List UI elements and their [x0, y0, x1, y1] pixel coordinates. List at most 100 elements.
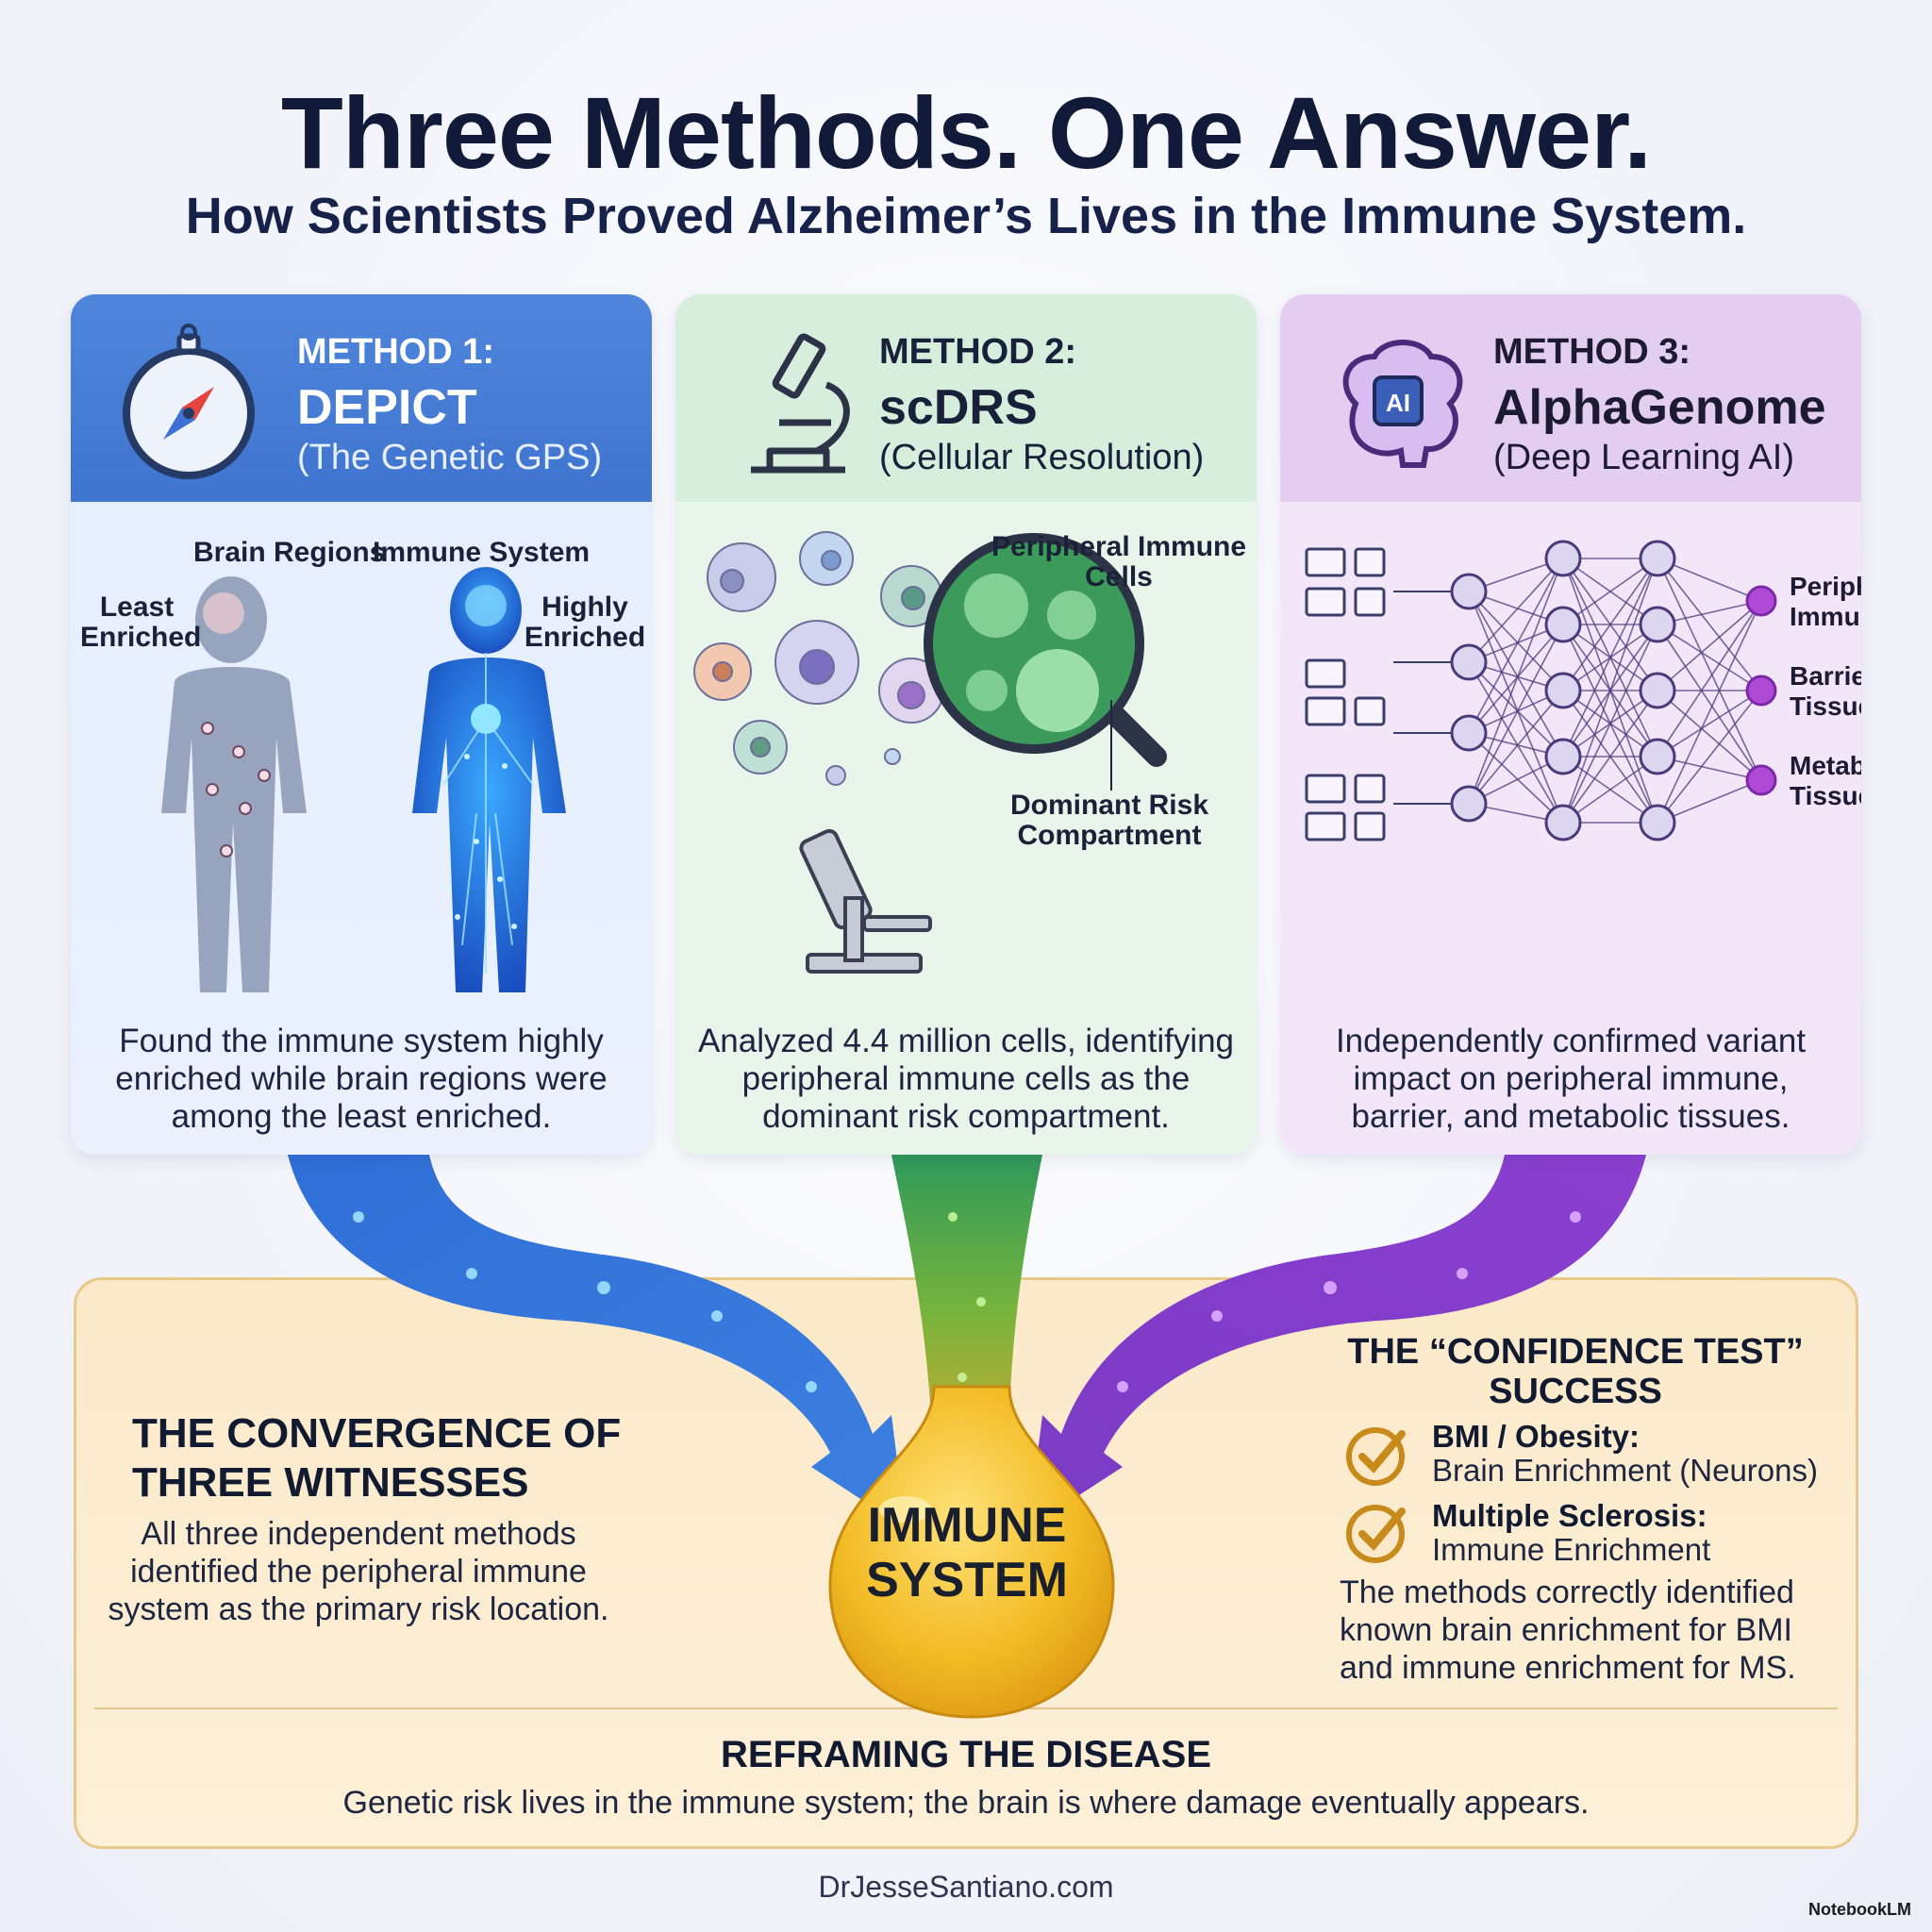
confidence-item-2-text: Immune Enrichment: [1432, 1532, 1711, 1567]
ai-chip-text: AI: [1386, 389, 1410, 417]
method-3-card: AI METHOD 3: AlphaGenome (Deep Learning …: [1280, 294, 1861, 1155]
output-node: [1745, 764, 1777, 796]
method-3-body: PeripheralImmuneBarrierTissuesMetabolicT…: [1280, 502, 1861, 1155]
method-1-name: DEPICT: [297, 380, 477, 435]
network-edge: [1468, 690, 1564, 805]
network-edge: [1468, 558, 1564, 805]
method-3-name: AlphaGenome: [1493, 380, 1826, 435]
network-node: [1544, 606, 1582, 643]
confidence-item-1-text: Brain Enrichment (Neurons): [1432, 1453, 1818, 1488]
network-edge: [1657, 600, 1762, 691]
output-node: [1745, 585, 1777, 617]
network-node: [1450, 714, 1488, 752]
network-edge: [1468, 558, 1564, 663]
network-edge: [1468, 591, 1564, 758]
method-2-description: Analyzed 4.4 million cells, identifying …: [697, 1023, 1235, 1135]
method-1-card: METHOD 1: DEPICT (The Genetic GPS): [71, 294, 652, 1155]
network-edge: [1657, 624, 1762, 781]
network-node: [1544, 672, 1582, 709]
network-edge: [1562, 690, 1658, 824]
method-1-label: METHOD 1:: [297, 332, 494, 372]
checkmark-icon: [1346, 1505, 1406, 1563]
page-subtitle: How Scientists Proved Alzheimer’s Lives …: [185, 188, 1747, 244]
network-edge: [1468, 624, 1564, 734]
network-edge: [1657, 624, 1762, 691]
cells-illustration: [693, 531, 1167, 974]
compass-icon: [123, 324, 255, 479]
method-3-header: AI METHOD 3: AlphaGenome (Deep Learning …: [1280, 294, 1861, 502]
reframing-text: Genetic risk lives in the immune system;…: [342, 1785, 1590, 1821]
network-edge: [1562, 624, 1658, 824]
network-edge: [1657, 690, 1762, 824]
peripheral-immune-cells-label: Peripheral Immune Cells: [991, 531, 1247, 592]
network-edge: [1657, 690, 1762, 781]
network-edge: [1657, 600, 1762, 758]
output-label: Immune: [1790, 602, 1861, 631]
confidence-item-2-title: Multiple Sclerosis:: [1432, 1498, 1707, 1533]
network-edge: [1468, 624, 1564, 805]
method-3-subtitle: (Deep Learning AI): [1493, 438, 1794, 477]
network-edge: [1468, 558, 1564, 734]
network-node: [1639, 540, 1676, 577]
network-node: [1544, 738, 1582, 775]
network-edge: [1562, 558, 1658, 824]
network-edge: [1657, 600, 1762, 824]
network-node: [1639, 738, 1676, 775]
method-2-card: METHOD 2: scDRS (Cellular Resolution): [675, 294, 1257, 1155]
network-node: [1639, 606, 1676, 643]
network-edge: [1562, 558, 1658, 758]
neural-network-diagram: PeripheralImmuneBarrierTissuesMetabolicT…: [1305, 540, 1861, 841]
microscope-small-icon: [799, 828, 932, 974]
network-node: [1639, 672, 1676, 709]
notebooklm-brand: NotebookLM: [1808, 1900, 1911, 1919]
reframing-title: REFRAMING THE DISEASE: [720, 1734, 1212, 1775]
network-edge: [1562, 756, 1658, 824]
output-label: Tissues: [1790, 691, 1861, 721]
method-1-header: METHOD 1: DEPICT (The Genetic GPS): [71, 294, 652, 502]
body-comparison-illustration: [161, 567, 566, 992]
network-edge: [1562, 558, 1658, 691]
immune-system-label: IMMUNE SYSTEM: [866, 1498, 1068, 1607]
footer-site[interactable]: DrJesseSantiano.com: [818, 1870, 1114, 1904]
checkmark-icon: [1346, 1427, 1406, 1486]
network-edge: [1468, 661, 1564, 824]
glowing-body-figure: [412, 567, 566, 992]
output-label: Barrier: [1790, 661, 1861, 691]
network-edge: [1468, 732, 1564, 824]
confidence-title: THE “CONFIDENCE TEST” SUCCESS: [1347, 1332, 1804, 1411]
network-edge: [1657, 558, 1762, 781]
method-2-label: METHOD 2:: [879, 332, 1076, 372]
method-2-name: scDRS: [879, 380, 1038, 435]
network-edge: [1562, 558, 1658, 625]
convergence-title: THE CONVERGENCE OF THREE WITNESSES: [132, 1410, 622, 1506]
network-node: [1639, 804, 1676, 841]
network-node: [1450, 573, 1488, 610]
confidence-text: The methods correctly identified known b…: [1340, 1574, 1796, 1686]
network-edge: [1468, 591, 1564, 824]
method-1-body: Brain Regions Immune System Least Enrich…: [71, 502, 652, 1155]
cell-cluster: [693, 531, 944, 786]
network-edge: [1657, 779, 1762, 824]
page-title: Three Methods. One Answer.: [280, 75, 1652, 190]
microscope-icon: [751, 333, 850, 474]
dominant-risk-label: Dominant Risk Compartment: [1009, 790, 1209, 851]
method-2-header: METHOD 2: scDRS (Cellular Resolution): [675, 294, 1257, 502]
ai-brain-icon: AI: [1342, 340, 1463, 468]
method-1-description: Found the immune system highly enriched …: [115, 1023, 608, 1135]
method-3-label: METHOD 3:: [1493, 332, 1690, 372]
network-node: [1450, 785, 1488, 823]
output-node: [1745, 675, 1777, 707]
output-label: Peripheral: [1790, 572, 1861, 601]
highly-enriched-label: Highly Enriched: [524, 591, 646, 653]
network-node: [1544, 804, 1582, 841]
immune-system-label-1: Immune System: [373, 537, 591, 568]
brain-regions-label: Brain Regions: [193, 537, 386, 568]
network-edge: [1657, 558, 1762, 602]
convergence-text: All three independent methods identified…: [108, 1516, 609, 1627]
method-2-body: Peripheral Immune Cells Dominant Risk Co…: [675, 502, 1257, 1155]
magnifier-icon: [924, 533, 1167, 767]
network-edge: [1657, 558, 1762, 691]
network-edge: [1468, 661, 1564, 758]
least-enriched-label: Least Enriched: [80, 591, 202, 653]
method-2-subtitle: (Cellular Resolution): [879, 438, 1205, 477]
